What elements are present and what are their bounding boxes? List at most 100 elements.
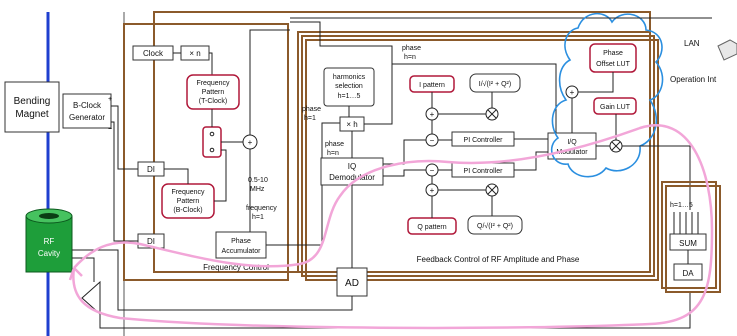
gain-lut-box [593, 97, 637, 115]
sum-frame-back [665, 185, 721, 293]
top-frame [153, 11, 651, 273]
freq-pattern-t-label-2: Pattern [202, 89, 225, 96]
q-mult-x2 [487, 185, 497, 195]
phase-hn-left-label-1: phase [325, 141, 344, 148]
wire-lut-sum [578, 72, 614, 93]
mhz-label-2: MHz [250, 186, 265, 193]
freq-pattern-b-label-2: Pattern [177, 198, 200, 205]
bending-magnet-label-1: Bending [14, 96, 51, 107]
wire-bclock-di-bottom [111, 121, 138, 242]
i-mult-x2 [487, 109, 497, 119]
wire-n-pattern [209, 52, 213, 75]
times-n-label: × n [189, 49, 200, 58]
rf-cavity-body [25, 215, 73, 273]
phase-hn-left-label-2: h=n [327, 150, 339, 157]
pi-controller-bottom-label: PI Controller [464, 168, 504, 175]
phase-offset-lut-label-1: Phase [603, 50, 623, 57]
freq-pattern-t-box [186, 74, 240, 110]
ad-label: AD [345, 278, 359, 289]
wire-top-bus-2 [290, 21, 393, 64]
di-bottom-label: DI [147, 237, 155, 246]
switch-contact-top [209, 131, 215, 137]
gain-mult-x2 [611, 141, 621, 151]
phase-hn-top-label-1: phase [402, 45, 421, 52]
bending-magnet-box [4, 81, 60, 133]
feedback-loop-highlight [72, 124, 714, 330]
rf-cavity-hole [39, 213, 59, 219]
iq-demodulator-label-2: Demodulator [329, 173, 375, 182]
operation-interface-cloud [550, 12, 664, 178]
switch-box [202, 126, 222, 158]
q-norm-box [467, 215, 523, 235]
freq-pattern-t-label-1: Frequency [196, 80, 230, 87]
i-norm-label: I/√(I² + Q²) [479, 80, 511, 88]
i-pattern-label: I pattern [419, 82, 445, 89]
q-sum-plus: + [430, 186, 435, 195]
q-diff-minus: − [430, 166, 435, 175]
di-top-label: DI [147, 165, 155, 174]
i-norm-box [469, 73, 521, 93]
wire-di-bpattern [164, 168, 189, 184]
bending-magnet-label-2: Magnet [15, 109, 49, 120]
wire-bpattern-switch [214, 149, 227, 202]
freq-pattern-b-label-3: (B-Clock) [173, 207, 202, 214]
wire-cavity-amp [72, 257, 95, 282]
iq-modulator-label-2: Modulator [556, 149, 588, 156]
switch-contact-bottom [209, 147, 215, 153]
frequency-label-1: frequency [246, 205, 277, 212]
pi-controller-top-label: PI Controller [464, 137, 504, 144]
i-diff-minus: − [430, 136, 435, 145]
frequency-control-frame [123, 23, 289, 281]
wire-mult-sum [622, 145, 691, 210]
phase-h1-label-1: phase [302, 106, 321, 113]
times-h-label: × h [346, 120, 357, 129]
feedback-control-title: Feedback Control of RF Amplitude and Pha… [417, 255, 580, 264]
wire-demod-q [383, 169, 426, 177]
bclock-generator-box [62, 93, 112, 129]
bclock-generator-label-2: Generator [69, 113, 105, 122]
wire-cavity-ad [72, 249, 353, 311]
ad-box [336, 267, 368, 297]
bclock-generator-label-1: B-Clock [73, 101, 102, 110]
phase-offset-lut-label-2: Offset LUT [596, 61, 630, 68]
mhz-label-1: 0.5-10 [248, 177, 268, 184]
phase-h1-label-2: h=1 [304, 115, 316, 122]
iq-modulator-label-1: I/Q [567, 139, 577, 146]
minus-sign: − [108, 126, 112, 133]
freq-pattern-t-label-3: (T-Clock) [199, 98, 227, 105]
clock-label: Clock [143, 49, 164, 58]
i-sum-plus: + [430, 110, 435, 119]
phase-accumulator-label-1: Phase [231, 238, 251, 245]
freq-sum-plus: + [248, 138, 253, 147]
phase-offset-sum-plus: + [570, 88, 575, 97]
phase-hn-top-label-2: h=n [404, 54, 416, 61]
lan-label: LAN [684, 39, 700, 48]
phase-accumulator-label-2: Accumulator [222, 248, 262, 255]
iq-demodulator-label-1: IQ [348, 162, 356, 171]
rf-cavity-label-2: Cavity [38, 249, 60, 258]
laptop-icon [717, 39, 737, 61]
wire-bclock-di-top [111, 105, 138, 170]
feedback-frame-back-2 [305, 39, 659, 281]
phase-accumulator-box [215, 231, 267, 259]
harmonics-label-1: harmonics [333, 74, 366, 81]
plus-sign: + [108, 96, 112, 103]
wire-h-phase-top [364, 63, 557, 133]
da-label: DA [682, 269, 694, 278]
q-pattern-label: Q pattern [417, 224, 446, 231]
harmonics-label-3: h=1…5 [338, 93, 361, 100]
wire-top-sum [249, 29, 290, 135]
h15-label: h=1…5 [670, 202, 693, 209]
harmonics-label-2: selection [335, 83, 363, 90]
rf-cavity-label-1: RF [44, 237, 55, 246]
frequency-label-2: h=1 [252, 214, 264, 221]
operation-interface-label: Operation Int [670, 75, 717, 84]
q-norm-label: Q/√(I² + Q²) [477, 222, 513, 230]
frequency-control-title: Frequency Control [203, 263, 269, 272]
loop-arrow [68, 267, 83, 281]
sum-label: SUM [679, 239, 697, 248]
gain-lut-label: Gain LUT [600, 104, 631, 111]
feedback-frame-back-1 [301, 35, 655, 277]
wire-pi-bottom-mod [514, 151, 548, 171]
